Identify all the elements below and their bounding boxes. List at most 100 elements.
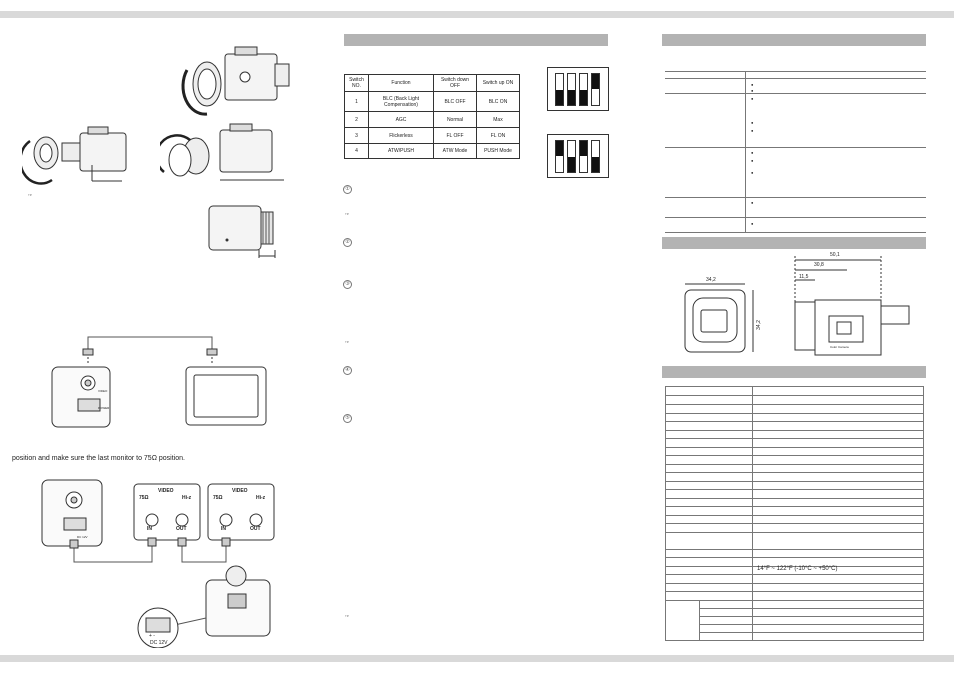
panel1-video-title: VIDEO bbox=[158, 488, 174, 494]
spec-row-line bbox=[665, 506, 924, 507]
spec-col-line bbox=[923, 386, 924, 640]
lens-mount-illustration-left bbox=[22, 126, 127, 185]
panel1-ohm: 75Ω bbox=[139, 495, 149, 501]
spec-row-line bbox=[665, 591, 924, 592]
table-cell: BLC (Back Light Compensation) bbox=[368, 91, 434, 112]
spec-row-line bbox=[665, 481, 924, 482]
switch-up-header: Switch up ON bbox=[476, 74, 520, 92]
switch-table: Switch NO. Function Switch down OFF Swit… bbox=[344, 74, 520, 159]
dim-width: 50,1 bbox=[830, 252, 840, 258]
spec-row-line bbox=[699, 632, 924, 633]
spec-row-line bbox=[665, 574, 924, 575]
cam1-video-label: VIDEO bbox=[98, 389, 108, 393]
spec-row-line bbox=[665, 386, 924, 387]
spec-row-line bbox=[665, 489, 924, 490]
table-cell: BLC ON bbox=[476, 91, 520, 112]
middle-section-header bbox=[344, 34, 608, 46]
dimension-drawing bbox=[684, 256, 910, 356]
panel2-out: OUT bbox=[250, 526, 261, 532]
camera-monitor-connection bbox=[51, 336, 267, 428]
table-cell: 4 bbox=[344, 143, 369, 159]
table-cell: ATW Mode bbox=[433, 143, 477, 159]
spec-row-line bbox=[665, 455, 924, 456]
tip-mark-1: ᵀᴵᴾ bbox=[345, 212, 350, 217]
spec-row-line bbox=[699, 624, 924, 625]
table-cell: BLC OFF bbox=[433, 91, 477, 112]
right-section-header-3 bbox=[662, 366, 926, 378]
panel1-out: OUT bbox=[176, 526, 187, 532]
spec-row-line bbox=[665, 413, 924, 414]
table-cell: FL OFF bbox=[433, 127, 477, 144]
spec-row-line bbox=[665, 430, 924, 431]
circle-3: ③ bbox=[343, 280, 352, 289]
multi-monitor-diagram bbox=[41, 479, 275, 648]
lens-mount-illustration-right bbox=[160, 123, 284, 181]
spec-col-line bbox=[665, 640, 924, 641]
right-section-header-1 bbox=[662, 34, 926, 46]
table-cell: PUSH Mode bbox=[476, 143, 520, 159]
temperature-value: 14°F ~ 122°F (-10°C ~ +50°C) bbox=[757, 566, 838, 572]
right-section-header-2 bbox=[662, 237, 926, 249]
table-cell: 1 bbox=[344, 91, 369, 112]
spec-row-line bbox=[665, 498, 924, 499]
spec-col-line bbox=[665, 386, 666, 640]
circle-2: ② bbox=[343, 238, 352, 247]
spec-row-line bbox=[665, 600, 924, 601]
tip-mark-2: ᵀᴵᴾ bbox=[345, 340, 350, 345]
spec-row-line bbox=[665, 549, 924, 550]
table-cell: Flickerless bbox=[368, 127, 434, 144]
spec-row-line bbox=[665, 404, 924, 405]
dim-a: 30,8 bbox=[814, 262, 824, 268]
brand-label: Color Camera bbox=[830, 345, 849, 349]
dip-switch-on bbox=[547, 134, 609, 178]
spec-row-line bbox=[665, 515, 924, 516]
spec-row-line bbox=[665, 566, 924, 567]
dim-front-h: 34,2 bbox=[755, 320, 762, 330]
spec-row-line bbox=[665, 447, 924, 448]
spec-row-line bbox=[665, 464, 924, 465]
connection-instruction: position and make sure the last monitor … bbox=[12, 455, 185, 462]
panel2-hiz: Hi-z bbox=[256, 495, 266, 501]
power-plus-minus: + - bbox=[149, 633, 155, 639]
spec-row-line bbox=[665, 532, 924, 533]
top-band bbox=[0, 11, 954, 18]
circle-5: ⑤ bbox=[343, 414, 352, 423]
spec-col-line bbox=[699, 600, 700, 640]
switch-down-header: Switch down OFF bbox=[433, 74, 477, 92]
panel2-ohm: 75Ω bbox=[213, 495, 223, 501]
lens-mount-illustration-top bbox=[181, 46, 290, 116]
cam1-power-label: POWER bbox=[98, 406, 110, 410]
table-cell: Max bbox=[476, 111, 520, 128]
table-cell: FL ON bbox=[476, 127, 520, 144]
table-cell: Normal bbox=[433, 111, 477, 128]
panel1-hiz: Hi-z bbox=[182, 495, 192, 501]
circle-4: ④ bbox=[343, 366, 352, 375]
switch-no-header: Switch NO. bbox=[344, 74, 369, 92]
dim-b: 11,5 bbox=[799, 274, 809, 280]
spec-row-line bbox=[699, 608, 924, 609]
dip-switch-off bbox=[547, 67, 609, 111]
spec-row-line bbox=[665, 438, 924, 439]
dim-front-w: 34,2 bbox=[706, 277, 716, 283]
spec-row-line bbox=[665, 523, 924, 524]
power-dc12v-label: DC 12V bbox=[150, 640, 168, 646]
panel2-in: IN bbox=[221, 526, 226, 532]
table-cell: AGC bbox=[368, 111, 434, 128]
bottom-band bbox=[0, 655, 954, 662]
spec-row-line bbox=[699, 616, 924, 617]
panel2-video-title: VIDEO bbox=[232, 488, 248, 494]
cam2-dc12v-label: DC 12V bbox=[77, 535, 88, 539]
spec-row-line bbox=[665, 472, 924, 473]
spec-col-line bbox=[752, 386, 753, 640]
tip-mark-left: ᵀᴵᴾ bbox=[28, 193, 33, 198]
circle-1: ① bbox=[343, 185, 352, 194]
function-header: Function bbox=[368, 74, 434, 92]
spec-row-line bbox=[665, 557, 924, 558]
tip-mark-3: ᵀᴵᴾ bbox=[345, 614, 350, 619]
spec-row-line bbox=[665, 583, 924, 584]
spec-row-line bbox=[665, 395, 924, 396]
lens-side-view bbox=[208, 205, 276, 258]
table-cell: ATW/PUSH bbox=[368, 143, 434, 159]
table-cell: 3 bbox=[344, 127, 369, 144]
panel1-in: IN bbox=[147, 526, 152, 532]
